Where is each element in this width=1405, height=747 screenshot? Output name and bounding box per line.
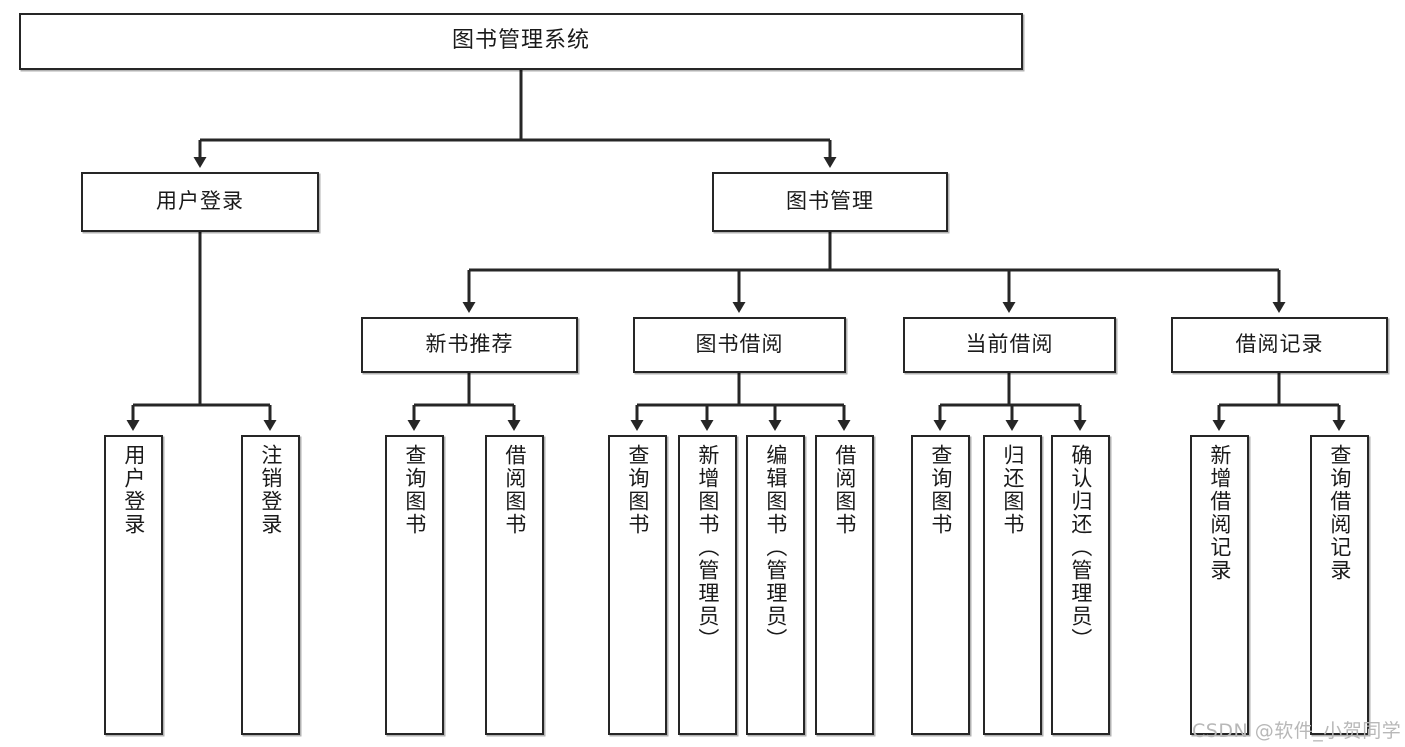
node-new-book-recommend-label: 新书推荐 (425, 332, 514, 357)
node-root-label: 图书管理系统 (451, 28, 590, 54)
node-root[interactable]: 图书管理系统 (19, 13, 1023, 70)
node-book-borrow[interactable]: 图书借阅 (633, 317, 846, 373)
node-user-login[interactable]: 用户登录 (81, 172, 319, 232)
leaf-nb-query-book-label: 查询图书 (402, 444, 427, 536)
leaf-bb-query-book[interactable]: 查询图书 (608, 435, 667, 735)
leaf-bb-query-book-label: 查询图书 (625, 444, 650, 536)
leaf-cb-confirm-return-admin-label: 确认归还（管理员） (1068, 444, 1093, 651)
node-book-management-label: 图书管理 (786, 189, 874, 214)
leaf-logout[interactable]: 注销登录 (241, 435, 300, 735)
leaf-cb-return-book-label: 归还图书 (1000, 444, 1025, 536)
leaf-nb-borrow-book[interactable]: 借阅图书 (485, 435, 544, 735)
csdn-watermark: CSDN @软件_小贺同学 (1192, 720, 1402, 742)
leaf-br-add-record[interactable]: 新增借阅记录 (1190, 435, 1249, 735)
node-book-management[interactable]: 图书管理 (712, 172, 948, 232)
leaf-cb-confirm-return-admin[interactable]: 确认归还（管理员） (1051, 435, 1110, 735)
leaf-bb-borrow-book-label: 借阅图书 (832, 444, 857, 536)
leaf-cb-query-book[interactable]: 查询图书 (911, 435, 970, 735)
node-book-borrow-label: 图书借阅 (695, 332, 784, 357)
leaf-bb-edit-book-admin[interactable]: 编辑图书（管理员） (746, 435, 805, 735)
node-borrow-record-label: 借阅记录 (1235, 332, 1324, 357)
leaf-br-query-record[interactable]: 查询借阅记录 (1310, 435, 1369, 735)
leaf-logout-label: 注销登录 (258, 444, 283, 536)
node-current-borrow-label: 当前借阅 (965, 332, 1054, 357)
node-new-book-recommend[interactable]: 新书推荐 (361, 317, 578, 373)
leaf-br-add-record-label: 新增借阅记录 (1207, 444, 1232, 582)
leaf-nb-query-book[interactable]: 查询图书 (385, 435, 444, 735)
leaf-br-query-record-label: 查询借阅记录 (1327, 444, 1352, 582)
leaf-user-login[interactable]: 用户登录 (104, 435, 163, 735)
leaf-bb-edit-book-admin-label: 编辑图书（管理员） (763, 444, 788, 651)
leaf-cb-return-book[interactable]: 归还图书 (983, 435, 1042, 735)
leaf-nb-borrow-book-label: 借阅图书 (502, 444, 527, 536)
leaf-bb-add-book-admin[interactable]: 新增图书（管理员） (678, 435, 737, 735)
leaf-bb-borrow-book[interactable]: 借阅图书 (815, 435, 874, 735)
leaf-bb-add-book-admin-label: 新增图书（管理员） (695, 444, 720, 651)
node-current-borrow[interactable]: 当前借阅 (903, 317, 1116, 373)
leaf-cb-query-book-label: 查询图书 (928, 444, 953, 536)
node-borrow-record[interactable]: 借阅记录 (1171, 317, 1388, 373)
leaf-user-login-label: 用户登录 (121, 444, 146, 536)
node-user-login-label: 用户登录 (156, 189, 244, 214)
